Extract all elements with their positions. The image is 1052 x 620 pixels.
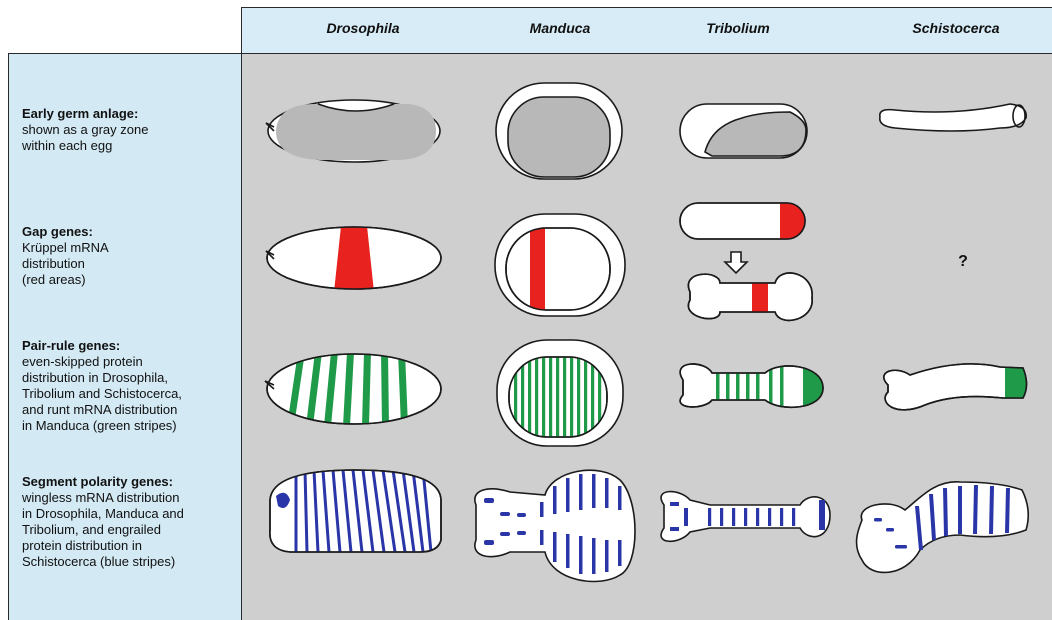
drosophila-pair-rule-embryo [265, 352, 441, 426]
unknown-marker: ? [958, 253, 968, 270]
schistocerca-segment-polarity-embryo [857, 482, 1029, 573]
manduca-pair-rule-embryo [497, 340, 623, 446]
drosophila-germ-anlage-embryo [266, 100, 440, 162]
schistocerca-pair-rule-embryo [884, 360, 1035, 410]
tribolium-gap-embryo-early [680, 200, 810, 242]
manduca-germ-anlage-embryo [496, 83, 622, 179]
tribolium-stage-arrow [725, 252, 747, 273]
drosophila-segment-polarity-embryo [270, 470, 441, 552]
tribolium-germ-anlage-embryo [680, 104, 807, 158]
schistocerca-germ-anlage-embryo [880, 104, 1026, 131]
manduca-gap-embryo [495, 214, 625, 316]
manduca-segment-polarity-embryo [475, 470, 635, 581]
tribolium-pair-rule-embryo [680, 360, 828, 410]
tribolium-segment-polarity-embryo [661, 492, 830, 542]
drosophila-gap-embryo [266, 226, 441, 292]
tribolium-gap-embryo-late [688, 270, 812, 330]
